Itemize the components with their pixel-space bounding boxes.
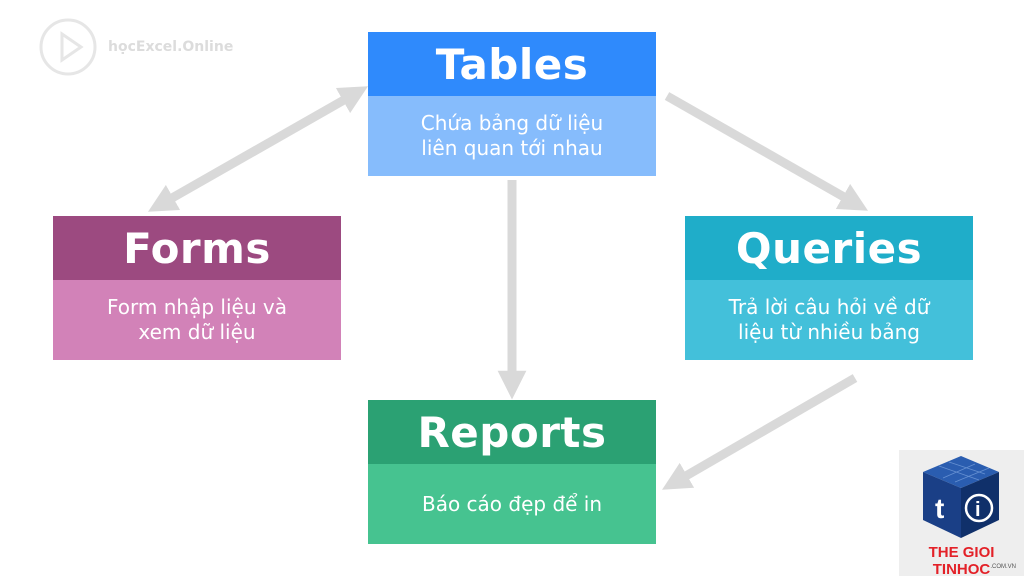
description-line: xem dữ liệu xyxy=(138,320,256,344)
description-line: Chứa bảng dữ liệu xyxy=(420,111,604,135)
node-reports: Reports Báo cáo đẹp để in xyxy=(368,400,656,544)
node-description: Báo cáo đẹp để in xyxy=(368,464,656,544)
svg-text:t: t xyxy=(935,493,944,524)
svg-text:i: i xyxy=(975,499,981,521)
arrow-queries-reports xyxy=(662,374,858,490)
node-title: Reports xyxy=(368,400,656,464)
watermark-text: THE GIOI TINHOC xyxy=(928,544,995,578)
node-title: Forms xyxy=(53,216,341,280)
node-description: Form nhập liệu và xem dữ liệu xyxy=(53,280,341,360)
arrow-tables-forms xyxy=(147,86,369,212)
cube-ti-logo-icon: t i xyxy=(923,456,999,538)
node-forms: Forms Form nhập liệu và xem dữ liệu xyxy=(53,216,341,360)
node-queries: Queries Trả lời câu hỏi về dữ liệu từ nh… xyxy=(685,216,973,360)
play-circle-icon xyxy=(39,18,97,76)
watermark-logo: t i THE GIOI TINHOC .COM.VN xyxy=(899,450,1024,578)
brand-header: họcExcel.Online xyxy=(38,17,233,77)
node-title: Tables xyxy=(368,32,656,96)
brand-name: họcExcel.Online xyxy=(108,39,234,55)
description-line: Báo cáo đẹp để in xyxy=(421,491,603,516)
node-description: Chứa bảng dữ liệu liên quan tới nhau xyxy=(368,96,656,176)
description-line: Form nhập liệu và xyxy=(107,295,287,319)
node-tables: Tables Chứa bảng dữ liệu liên quan tới n… xyxy=(368,32,656,176)
description-line: Trả lời câu hỏi về dữ xyxy=(728,295,930,319)
node-description: Trả lời câu hỏi về dữ liệu từ nhiều bảng xyxy=(685,280,973,360)
arrow-tables-queries xyxy=(664,92,869,211)
description-line: liệu từ nhiều bảng xyxy=(738,320,920,344)
description-line: liên quan tới nhau xyxy=(421,136,603,160)
node-title: Queries xyxy=(685,216,973,280)
watermark-subtext: .COM.VN xyxy=(990,564,1016,570)
